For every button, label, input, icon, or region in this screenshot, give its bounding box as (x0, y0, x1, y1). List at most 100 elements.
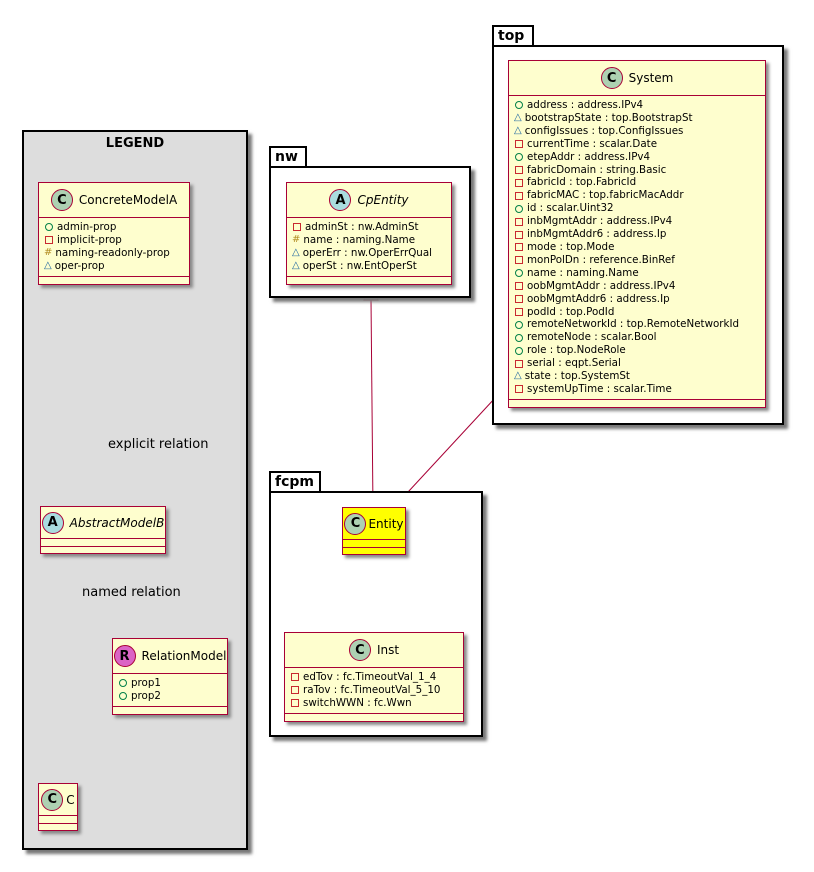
package-visibility-icon: △ (514, 111, 522, 123)
attribute-row: currentTime : scalar.Date (514, 138, 760, 151)
private-icon (291, 686, 299, 695)
operations-section (285, 714, 463, 721)
public-icon (515, 320, 523, 329)
attribute-text: configIssues : top.ConfigIssues (524, 124, 684, 137)
class-abstract-model-b[interactable]: A AbstractModelB (40, 506, 166, 554)
attribute-text: oper-prop (54, 259, 105, 272)
private-icon (515, 217, 523, 226)
public-icon (119, 692, 127, 701)
class-system[interactable]: C System address : address.IPv4△bootstra… (508, 60, 766, 408)
private-icon (515, 191, 523, 200)
package-visibility-icon: △ (514, 124, 522, 136)
legend-title: LEGEND (105, 136, 165, 151)
operations-section (287, 277, 451, 284)
attribute-text: operSt : nw.EntOperSt (302, 259, 417, 272)
attribute-row: #name : naming.Name (292, 234, 446, 247)
attribute-text: oobMgmtAddr : address.IPv4 (527, 279, 676, 292)
operations-section (39, 277, 189, 284)
protected-icon: # (44, 246, 53, 258)
class-stereotype-icon: C (344, 512, 367, 535)
attribute-row: fabricId : top.FabricId (514, 176, 760, 189)
attribute-row: △bootstrapState : top.BootstrapSt (514, 112, 760, 125)
private-icon (515, 165, 523, 174)
attribute-text: bootstrapState : top.BootstrapSt (524, 111, 693, 124)
attribute-row: oobMgmtAddr6 : address.Ip (514, 293, 760, 306)
private-icon (515, 295, 523, 304)
attribute-text: role : top.NodeRole (527, 344, 626, 357)
class-cp-entity[interactable]: A CpEntity adminSt : nw.AdminSt #name : … (286, 182, 452, 285)
package-tab-top: top (492, 25, 534, 45)
public-icon (119, 679, 127, 688)
attribute-list: prop1 prop2 (113, 674, 227, 707)
attribute-row: #naming-readonly-prop (44, 247, 184, 260)
class-stereotype-icon: C (41, 788, 64, 811)
private-icon (515, 243, 523, 252)
class-name: System (628, 71, 674, 85)
class-name: Entity (368, 516, 404, 531)
attribute-row: prop2 (118, 690, 222, 703)
attribute-row: remoteNetworkId : top.RemoteNetworkId (514, 318, 760, 331)
protected-icon: # (292, 233, 301, 245)
attribute-text: remoteNetworkId : top.RemoteNetworkId (527, 318, 740, 331)
attribute-text: etepAddr : address.IPv4 (527, 150, 651, 163)
attribute-text: switchWWN : fc.Wwn (303, 696, 412, 709)
class-name: AbstractModelB (69, 515, 165, 530)
private-icon (515, 359, 523, 368)
public-icon (515, 269, 523, 278)
package-tab-fcpm: fcpm (269, 471, 321, 491)
private-icon (291, 699, 299, 708)
attribute-text: fabricMAC : top.fabricMacAddr (527, 189, 684, 202)
attribute-text: podId : top.PodId (527, 305, 615, 318)
package-tab-nw: nw (269, 146, 307, 166)
class-inst[interactable]: C Inst edTov : fc.TimeoutVal_1_4 raTov :… (284, 632, 464, 722)
attribute-row: serial : eqpt.Serial (514, 357, 760, 370)
attribute-row: △oper-prop (44, 260, 184, 273)
attribute-text: operErr : nw.OperErrQual (302, 246, 432, 259)
attribute-row: role : top.NodeRole (514, 344, 760, 357)
attribute-text: monPolDn : reference.BinRef (527, 253, 675, 266)
class-name: ConcreteModelA (78, 193, 178, 207)
attribute-text: id : scalar.Uint32 (527, 202, 614, 215)
attribute-row: mode : top.Mode (514, 241, 760, 254)
attribute-list: admin-prop implicit-prop #naming-readonl… (39, 218, 189, 277)
public-icon (515, 333, 523, 342)
attribute-row: monPolDn : reference.BinRef (514, 254, 760, 267)
attribute-row: oobMgmtAddr : address.IPv4 (514, 280, 760, 293)
attribute-row: etepAddr : address.IPv4 (514, 151, 760, 164)
class-name: RelationModel (141, 649, 227, 663)
class-c[interactable]: C C (38, 783, 78, 831)
attribute-row: remoteNode : scalar.Bool (514, 331, 760, 344)
attribute-text: inbMgmtAddr : address.IPv4 (527, 215, 673, 228)
class-entity[interactable]: C Entity (342, 507, 406, 555)
attribute-row: △operSt : nw.EntOperSt (292, 260, 446, 273)
named-relation-label: named relation (82, 585, 181, 600)
attribute-row: △operErr : nw.OperErrQual (292, 247, 446, 260)
class-concrete-model-a[interactable]: C ConcreteModelA admin-prop implicit-pro… (38, 182, 190, 285)
attribute-row: raTov : fc.TimeoutVal_5_10 (290, 684, 458, 697)
attribute-text: naming-readonly-prop (55, 246, 170, 259)
package-visibility-icon: △ (292, 246, 300, 258)
attribute-text: prop2 (131, 689, 161, 702)
attribute-list: adminSt : nw.AdminSt #name : naming.Name… (287, 218, 451, 277)
private-icon (45, 236, 53, 245)
class-stereotype-icon: R (113, 645, 136, 667)
attribute-row: name : naming.Name (514, 267, 760, 280)
attribute-row: switchWWN : fc.Wwn (290, 697, 458, 710)
attribute-row: △state : top.SystemSt (514, 370, 760, 383)
attribute-row: △configIssues : top.ConfigIssues (514, 125, 760, 138)
class-stereotype-icon: C (50, 189, 73, 211)
attribute-text: adminSt : nw.AdminSt (305, 221, 419, 233)
private-icon (515, 282, 523, 291)
package-visibility-icon: △ (44, 259, 52, 271)
attribute-text: implicit-prop (57, 233, 122, 246)
attribute-row: inbMgmtAddr : address.IPv4 (514, 215, 760, 228)
attribute-text: address : address.IPv4 (527, 99, 644, 111)
attribute-text: oobMgmtAddr6 : address.Ip (527, 292, 670, 305)
class-relation-model[interactable]: R RelationModel prop1 prop2 (112, 638, 228, 715)
attribute-text: serial : eqpt.Serial (527, 357, 621, 370)
package-visibility-icon: △ (292, 259, 300, 271)
attribute-text: name : naming.Name (527, 266, 639, 279)
attribute-row: admin-prop (44, 221, 184, 234)
operations-section (113, 707, 227, 714)
public-icon (515, 346, 523, 355)
